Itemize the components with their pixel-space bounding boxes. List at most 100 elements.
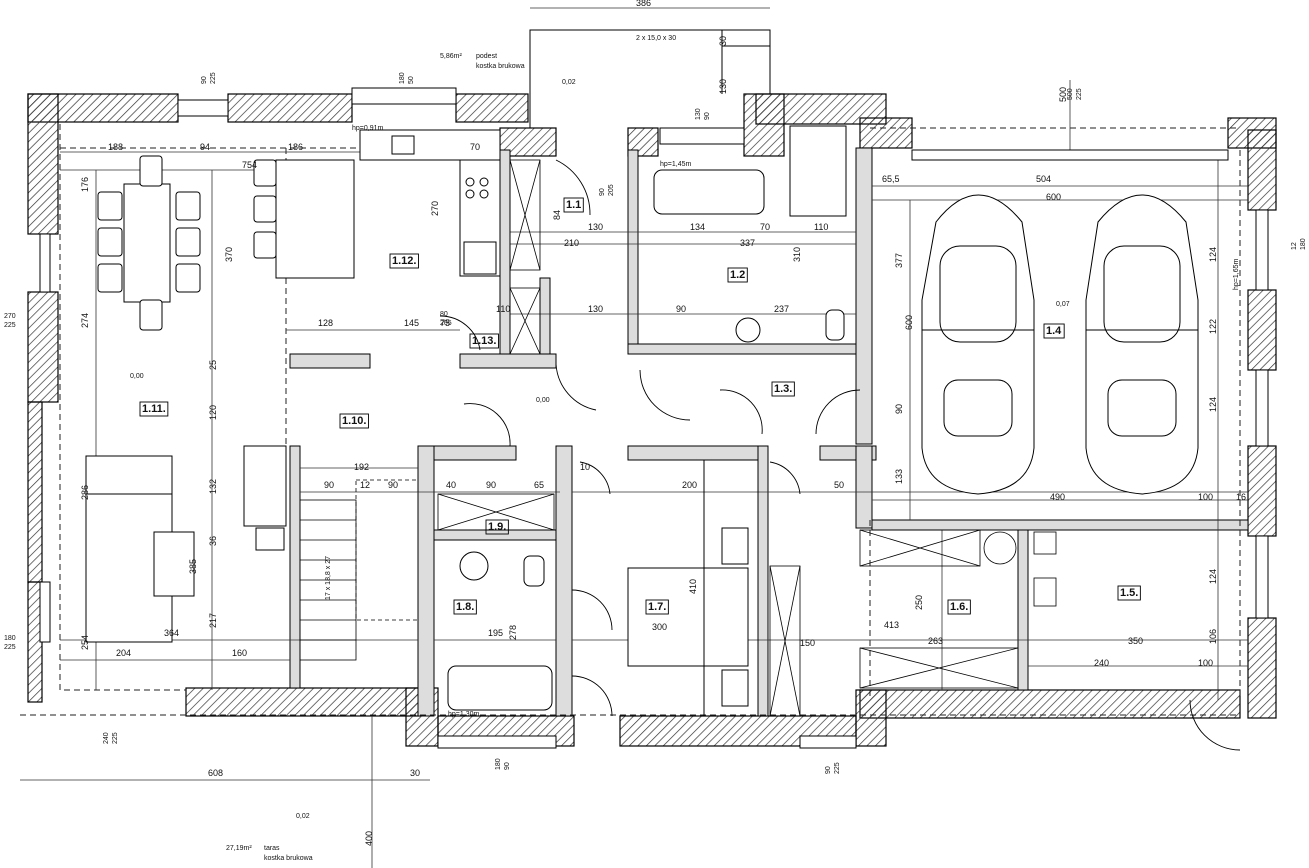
entrance-stairs <box>529 29 771 128</box>
opening-o12_180-1: 180 <box>1300 238 1307 250</box>
stairs-spec: 2 x 15,0 x 30 <box>636 35 676 42</box>
exterior-walls <box>27 93 1277 747</box>
room-label-r112-box <box>389 253 419 269</box>
dim-d150: 150 <box>800 638 815 648</box>
dim-d608: 608 <box>208 768 223 778</box>
door-swings <box>439 159 1241 751</box>
dim-d413: 413 <box>884 620 899 630</box>
room-label-r110: 1.10. <box>342 415 366 427</box>
opening-o90_225-0: 90 <box>201 76 208 84</box>
dim-d50: 50 <box>834 480 844 490</box>
opening-o90_205-1: 205 <box>608 184 615 196</box>
fireplace <box>243 445 287 551</box>
opening-o180_90-1: 90 <box>504 762 511 770</box>
opening-o90_225-1: 225 <box>210 72 217 84</box>
room-label-r12: 1.2 <box>730 269 745 281</box>
room-label-r111-box <box>139 401 169 417</box>
room-label-r113: 1.13. <box>472 335 496 347</box>
sill-bath-lower: hp=1,30m <box>448 711 479 718</box>
room-label-r13: 1.3. <box>774 383 792 395</box>
room-label-r15: 1.5. <box>1120 587 1138 599</box>
dim-d134: 134 <box>690 222 705 232</box>
car-1-icon <box>921 194 1035 495</box>
dim-d310: 310 <box>792 247 802 262</box>
opening-o12_180-0: 12 <box>1291 242 1298 250</box>
dim-d128: 128 <box>318 318 333 328</box>
room-label-r112: 1.12. <box>392 255 416 267</box>
dim-d133: 133 <box>894 469 904 484</box>
dim-d176: 176 <box>80 177 90 192</box>
dim-d250: 250 <box>914 595 924 610</box>
podest-material: kostka brukowa <box>476 63 525 70</box>
dim-d145: 145 <box>404 318 419 328</box>
room-label-r16-box <box>947 599 971 615</box>
room-label-r11-box <box>563 197 584 213</box>
opening-o130_90-0: 130 <box>695 108 702 120</box>
dim-d130a: 130 <box>588 222 603 232</box>
room-label-r19-box <box>485 519 509 535</box>
dim-d90e: 90 <box>894 404 904 414</box>
dim-d124a: 124 <box>1208 247 1218 262</box>
dim-d120: 120 <box>208 405 218 420</box>
opening-o180_225-1: 225 <box>4 644 16 651</box>
dim-d192: 192 <box>354 462 369 472</box>
dim-d75: 75 <box>440 318 450 328</box>
dim-d217: 217 <box>208 613 218 628</box>
dim-d286: 286 <box>80 485 90 500</box>
dim-d350: 350 <box>1128 636 1143 646</box>
opening-o500_225-0: 500 <box>1067 88 1074 100</box>
dim-d16: 16 <box>1236 492 1246 502</box>
dim-d500: 500 <box>1058 87 1068 102</box>
room-label-r14-box <box>1043 323 1065 339</box>
dim-d160: 160 <box>232 648 247 658</box>
dim-d70b: 70 <box>760 222 770 232</box>
level-garage: 0,07 <box>1056 301 1070 308</box>
outline-dashes <box>20 124 1241 716</box>
dimension-lines <box>20 7 1248 868</box>
dim-d263: 263 <box>928 636 943 646</box>
dim-d130b: 130 <box>588 304 603 314</box>
dim-d110: 110 <box>814 222 828 232</box>
opening-o80_205-0: 80 <box>440 311 448 318</box>
dim-d90d: 90 <box>676 304 686 314</box>
opening-o90_225b-0: 90 <box>825 766 832 774</box>
dim-d504: 504 <box>1036 174 1051 184</box>
dim-d254: 254 <box>80 635 90 650</box>
dim-d10: 10 <box>580 462 590 472</box>
dim-d364: 364 <box>164 628 179 638</box>
opening-o130_90-1: 90 <box>704 112 711 120</box>
bathroom-fixtures <box>447 125 847 711</box>
dim-d400: 400 <box>364 831 374 846</box>
opening-o180_50-1: 50 <box>408 76 415 84</box>
dim-d754: 754 <box>242 160 257 170</box>
terrace-material: kostka brukowa <box>264 855 313 862</box>
dim-d100b: 100 <box>1198 658 1213 668</box>
overall-dim: 386 <box>636 0 651 8</box>
dim-d124b: 124 <box>1208 397 1218 412</box>
sill-kitchen: hp=0,91m <box>352 125 383 132</box>
dim-d106: 106 <box>1208 629 1218 644</box>
level-hall: 0,00 <box>536 397 550 404</box>
dim-d490: 490 <box>1050 492 1065 502</box>
dim-d90b: 90 <box>388 480 398 490</box>
dim-d204: 204 <box>116 648 131 658</box>
dim-d270: 270 <box>430 201 440 216</box>
dim-d188: 188 <box>108 142 123 152</box>
dim-d186: 186 <box>288 142 303 152</box>
kitchen <box>253 129 501 279</box>
opening-o240_225-0: 240 <box>103 732 110 744</box>
opening-o180_225-0: 180 <box>4 635 16 642</box>
room-label-r18: 1.8. <box>456 601 474 613</box>
dim-d40: 40 <box>446 480 456 490</box>
dim-d84: 84 <box>552 210 562 220</box>
opening-o500_225-1: 225 <box>1076 88 1083 100</box>
opening-o240_225-1: 225 <box>112 732 119 744</box>
terrace-label: taras <box>264 845 280 852</box>
dim-d70: 70 <box>470 142 480 152</box>
dim-d410: 410 <box>688 579 698 594</box>
dim-d600: 600 <box>1046 192 1061 202</box>
opening-o90_205-0: 90 <box>599 188 606 196</box>
dim-d132: 132 <box>208 479 218 494</box>
dim-d370: 370 <box>224 247 234 262</box>
